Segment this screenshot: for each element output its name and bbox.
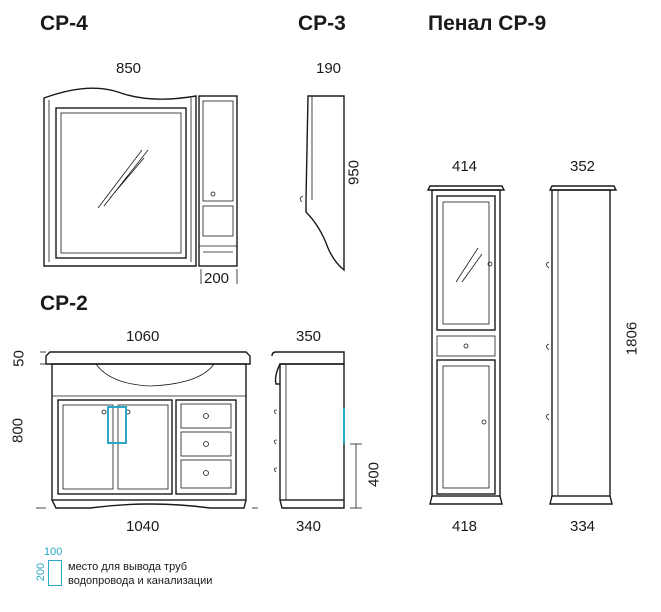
- cp2-side-view: [271, 351, 362, 509]
- cp9-title: Пенал CP-9: [428, 12, 547, 35]
- cp4-shelf-label: 200: [204, 270, 230, 287]
- cp2-width-top-label: 1060: [126, 328, 160, 345]
- cp9-depth-top-label: 352: [570, 158, 596, 175]
- cp3-title: CP-3: [298, 12, 346, 35]
- cp2-depth-top-label: 350: [296, 328, 322, 345]
- cp9-depth-bottom-label: 334: [570, 518, 596, 535]
- pipe-area-legend-swatch: [48, 560, 62, 586]
- cp9-side-view: [546, 185, 618, 505]
- cp3-depth-label: 190: [316, 60, 342, 77]
- cp2-depth-bottom-label: 340: [296, 518, 322, 535]
- cp2-top-thickness-label: 50: [10, 350, 28, 367]
- cp2-front-view: [36, 351, 258, 509]
- cp2-pipe-height-label: 400: [365, 461, 383, 488]
- cp9-width-top-label: 414: [452, 158, 478, 175]
- cp3-height-label: 950: [345, 159, 363, 186]
- cp9-front-view: [426, 185, 506, 505]
- legend-line-2: водопровода и канализации: [68, 575, 213, 587]
- cp4-title: CP-4: [40, 12, 88, 35]
- cp2-title: CP-2: [40, 292, 88, 315]
- cp2-width-bottom-label: 1040: [126, 518, 160, 535]
- cp4-width-label: 850: [116, 60, 142, 77]
- cp9-height-label: 1806: [623, 321, 641, 356]
- legend-height-label: 200: [35, 562, 47, 582]
- legend-width-label: 100: [44, 546, 63, 558]
- legend-line-1: место для вывода труб: [68, 561, 188, 573]
- cp9-width-bottom-label: 418: [452, 518, 478, 535]
- cp4-front-view: [43, 87, 238, 284]
- cp3-side-view: [299, 95, 345, 272]
- cp2-height-label: 800: [9, 417, 27, 444]
